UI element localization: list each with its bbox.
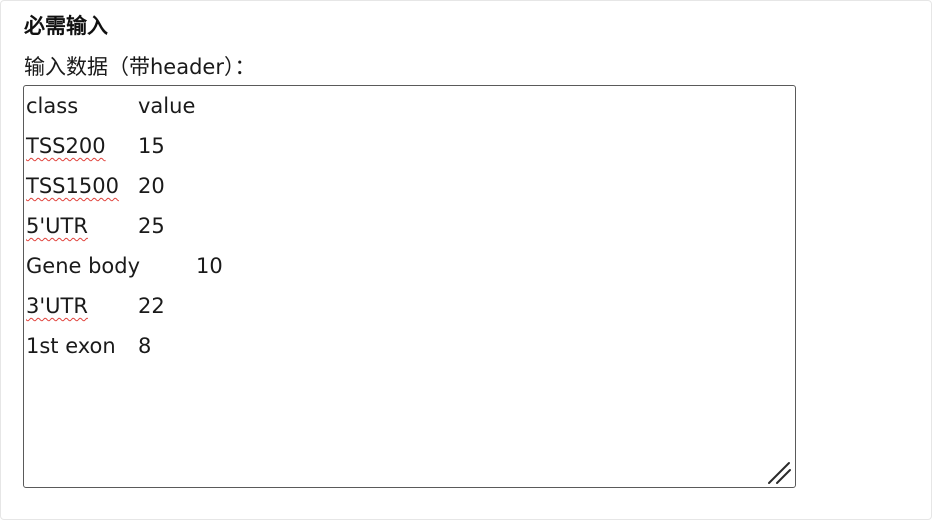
row-class-cell: 5'UTR <box>26 214 88 238</box>
row-class-cell: class <box>26 94 79 118</box>
row-class-cell: TSS1500 <box>26 174 119 198</box>
data-row: 5'UTR 25 <box>26 211 795 251</box>
input-data-textarea[interactable]: class value TSS200 15 TSS1500 20 5'UTR 2… <box>23 85 796 488</box>
data-row: 3'UTR 22 <box>26 291 795 331</box>
row-value-cell: 8 <box>138 334 152 358</box>
resize-grip-icon[interactable] <box>767 459 793 485</box>
row-class-cell: TSS200 <box>26 134 106 158</box>
row-value-cell: 22 <box>138 294 165 318</box>
data-row: TSS200 15 <box>26 131 795 171</box>
row-value-cell: 15 <box>138 134 165 158</box>
section-title: 必需输入 <box>24 14 108 38</box>
data-row: class value <box>26 91 795 131</box>
data-row: Gene body 10 <box>26 251 795 291</box>
row-class-cell: 3'UTR <box>26 294 88 318</box>
input-data-label: 输入数据（带header）： <box>24 55 256 79</box>
row-value-cell: value <box>138 94 196 118</box>
row-value-cell: 10 <box>196 254 223 278</box>
row-value-cell: 25 <box>138 214 165 238</box>
data-row: TSS1500 20 <box>26 171 795 211</box>
row-class-cell: Gene body <box>26 254 141 278</box>
textarea-content: class value TSS200 15 TSS1500 20 5'UTR 2… <box>26 91 795 371</box>
row-class-cell: 1st exon <box>26 334 116 358</box>
data-row: 1st exon 8 <box>26 331 795 371</box>
row-value-cell: 20 <box>138 174 165 198</box>
